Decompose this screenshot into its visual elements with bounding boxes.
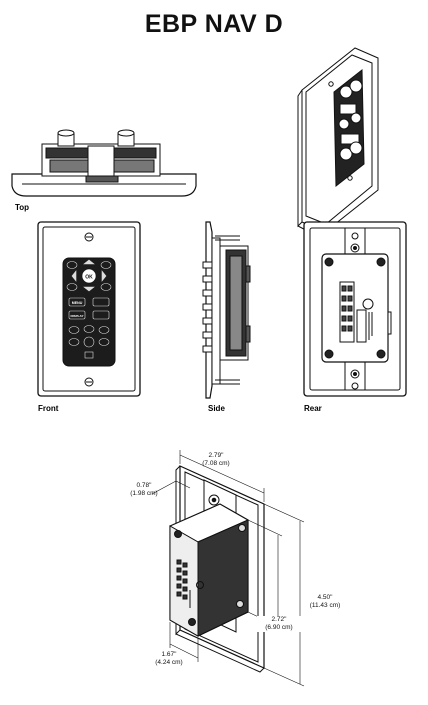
ok-button-label: OK [85,275,93,281]
dim-depth-cm: (1.98 cm) [130,490,158,497]
top-view [11,129,197,197]
dim-height: 4.50" (11.43 cm) [304,594,346,610]
dim-width: 2.79" (7.08 cm) [186,452,246,468]
dim-module-height: 2.72" (6.90 cm) [257,616,301,632]
front-view-label: Front [38,404,59,413]
dim-module-width-in: 1.67" [161,651,177,658]
dim-module-width: 1.67" (4.24 cm) [148,651,190,667]
page-title: EBP NAV D [144,10,284,38]
dim-width-in: 2.79" [208,452,224,459]
dim-depth: 0.78" (1.98 cm) [124,482,164,498]
rear-view-label: Rear [304,404,322,413]
dim-height-cm: (11.43 cm) [309,602,341,609]
dim-height-in: 4.50" [317,594,333,601]
side-view-label: Side [208,404,225,413]
dim-width-cm: (7.08 cm) [202,460,230,467]
dim-module-width-cm: (4.24 cm) [155,659,183,666]
dim-module-height-cm: (6.90 cm) [265,624,293,631]
rear-view [303,221,407,397]
display-button-label: DISPLAY [70,314,84,318]
dim-depth-in: 0.78" [136,482,152,489]
front-view [37,221,141,397]
side-view [202,221,251,399]
menu-button-label: MENU [72,301,83,305]
iso-bottom-view [151,450,305,687]
dim-module-height-in: 2.72" [271,616,287,623]
top-view-label: Top [15,203,29,212]
iso-top-view [297,47,379,239]
